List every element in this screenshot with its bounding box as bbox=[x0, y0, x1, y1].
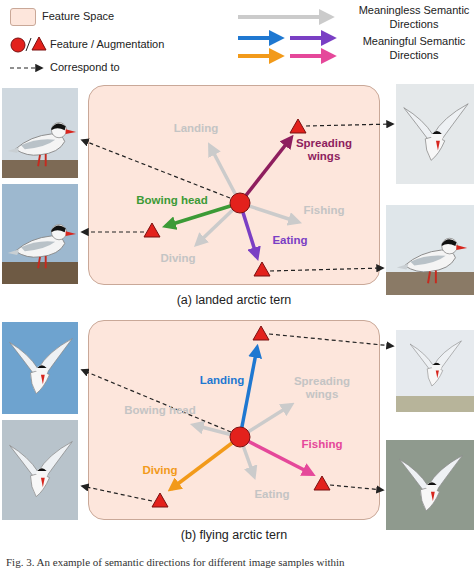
figure-caption: Fig. 3. An example of semantic direction… bbox=[6, 556, 345, 568]
correspond-arrow bbox=[82, 124, 393, 501]
legend-swatch bbox=[10, 8, 36, 26]
semantic-direction bbox=[171, 348, 312, 489]
legend-samples bbox=[10, 17, 332, 68]
feature-space-panel: (b) flying arctic tern bbox=[88, 320, 380, 520]
augmentation-marker bbox=[144, 119, 330, 507]
photo bbox=[2, 84, 474, 295]
photo bbox=[2, 322, 474, 530]
legend-text: Meaningless Semantic Directions bbox=[356, 4, 472, 32]
panel-caption: (a) landed arctic tern bbox=[49, 293, 419, 307]
legend-text: Correspond to bbox=[50, 61, 200, 75]
panel-caption: (b) flying arctic tern bbox=[49, 528, 419, 542]
feature-space-panel: (a) landed arctic tern bbox=[88, 85, 380, 285]
semantic-direction bbox=[166, 138, 298, 257]
legend-text: Meaningful Semantic Directions bbox=[356, 35, 472, 63]
feature-point bbox=[230, 193, 250, 447]
legend-text: Feature / Augmentation bbox=[50, 38, 210, 52]
legend-text: Feature Space bbox=[42, 10, 192, 24]
